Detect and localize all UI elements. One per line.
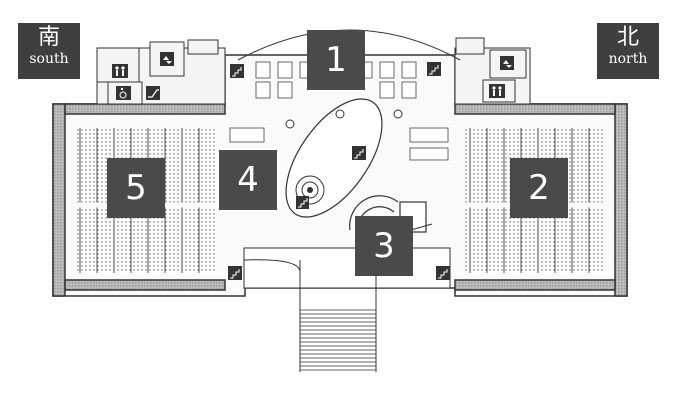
stairs-icon xyxy=(230,64,244,78)
zone-label-4[interactable]: 4 xyxy=(219,150,277,210)
north-service-core xyxy=(454,37,531,105)
compass-north: 北 north xyxy=(597,23,659,79)
stairs-icon xyxy=(436,266,450,280)
stairs-icon xyxy=(228,266,242,280)
wheelchair-icon xyxy=(116,86,131,100)
restroom-icon xyxy=(112,64,128,78)
restroom-icon xyxy=(489,84,505,98)
elevator-icon xyxy=(500,56,514,70)
compass-south: 南 south xyxy=(18,23,80,79)
entrance-steps xyxy=(300,309,376,371)
compass-north-cjk: 北 xyxy=(616,25,639,50)
atrium xyxy=(285,98,403,218)
escalator-icon xyxy=(146,86,160,100)
zone-label-2[interactable]: 2 xyxy=(510,158,568,218)
elevator-icon xyxy=(160,52,174,66)
zone-label-5[interactable]: 5 xyxy=(107,158,165,218)
compass-south-cjk: 南 xyxy=(37,25,60,50)
stairs-icon xyxy=(427,62,441,76)
stairs-icon xyxy=(296,196,309,209)
zone-label-3[interactable]: 3 xyxy=(355,216,413,276)
zone-label-1[interactable]: 1 xyxy=(307,30,365,90)
compass-north-latin: north xyxy=(608,51,648,67)
stairs-icon xyxy=(352,146,366,160)
study-desks xyxy=(229,127,449,161)
compass-south-latin: south xyxy=(29,51,69,67)
